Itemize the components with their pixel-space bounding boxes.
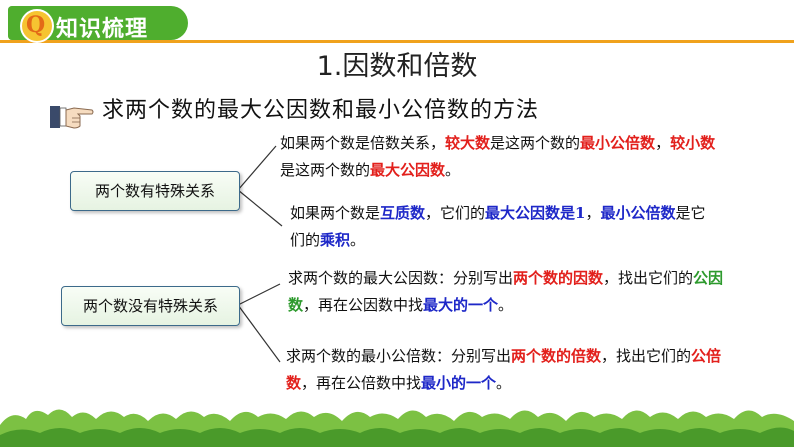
header-divider (0, 40, 794, 43)
highlight-text: 两个数的因数 (513, 269, 604, 287)
case-box-special: 两个数有特殊关系 (70, 171, 240, 211)
body-text: 如果两个数是倍数关系， (280, 134, 446, 152)
highlight-text: 最小公倍数 (600, 204, 676, 222)
body-text: 。 (498, 296, 514, 314)
highlight-text: 较大数 (445, 134, 491, 152)
body-text: 如果两个数是 (290, 204, 381, 222)
highlight-text: 最大的一个 (423, 296, 499, 314)
body-text: ， (585, 204, 601, 222)
highlight-text: 最小的一个 (421, 374, 497, 392)
body-text: 是这两个数的 (280, 161, 371, 179)
body-text: ，它们的 (425, 204, 486, 222)
grass-decoration (0, 409, 794, 447)
logo-badge (20, 9, 54, 43)
body-text: 。 (350, 231, 366, 249)
highlight-text: 最小公倍数 (580, 134, 656, 152)
section-subtitle: 求两个数的最大公因数和最小公倍数的方法 (102, 98, 540, 123)
body-text: ，再在公因数中找 (303, 296, 424, 314)
section-tag-label: 知识梳理 (56, 17, 149, 42)
body-text: 。 (496, 374, 512, 392)
highlight-text: 最大公因数是1 (485, 204, 586, 222)
highlight-text: 互质数 (380, 204, 426, 222)
pointing-hand-icon (50, 106, 94, 129)
body-text: ， (655, 134, 671, 152)
page-title: 1.因数和倍数 (316, 51, 478, 82)
body-text: 是这两个数的 (490, 134, 581, 152)
logo-letter: Q (26, 12, 46, 38)
body-text: 。 (445, 161, 461, 179)
rule-multiple: 如果两个数是倍数关系，较大数是这两个数的最小公倍数，较小数是这两个数的最大公因数… (280, 130, 720, 184)
body-text: 求两个数的最大公因数：分别写出 (288, 269, 514, 287)
body-text: ，再在公倍数中找 (301, 374, 422, 392)
highlight-text: 公倍数 (286, 347, 722, 392)
highlight-text: 公因数 (288, 269, 724, 314)
case-box-general: 两个数没有特殊关系 (61, 286, 240, 326)
highlight-text: 两个数的倍数 (511, 347, 602, 365)
highlight-text: 较小数 (670, 134, 716, 152)
highlight-text: 乘积 (320, 231, 351, 249)
section-tag: Q 知识梳理 (8, 6, 188, 43)
rule-lcm-method: 求两个数的最小公倍数：分别写出两个数的倍数，找出它们的公倍数，再在公倍数中找最小… (286, 343, 726, 397)
body-text: 是它们的 (290, 204, 706, 249)
rule-gcd-method: 求两个数的最大公因数：分别写出两个数的因数，找出它们的公因数，再在公因数中找最大… (288, 265, 728, 319)
rule-coprime: 如果两个数是互质数，它们的最大公因数是1，最小公倍数是它们的乘积。 (290, 200, 710, 254)
body-text: ，找出它们的 (603, 269, 694, 287)
highlight-text: 最大公因数 (370, 161, 446, 179)
body-text: 求两个数的最小公倍数：分别写出 (286, 347, 512, 365)
body-text: ，找出它们的 (601, 347, 692, 365)
